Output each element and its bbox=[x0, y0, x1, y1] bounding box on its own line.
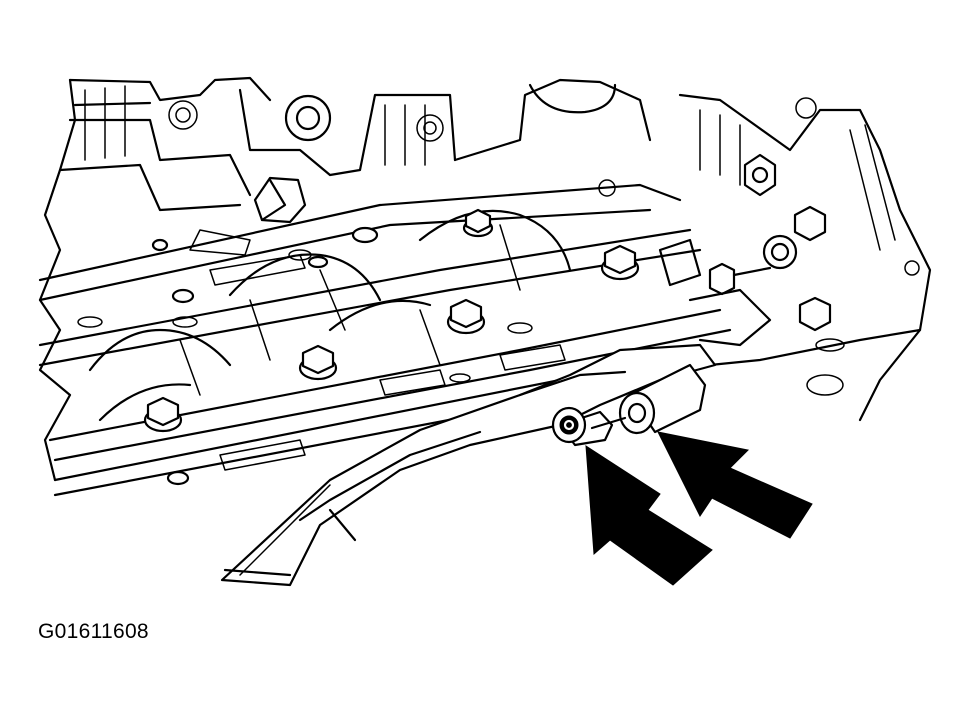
crankcase-webs bbox=[88, 209, 572, 422]
main-bearing-bolts bbox=[143, 208, 640, 486]
side-bolts bbox=[658, 153, 832, 347]
callout-arrow-left bbox=[585, 445, 713, 586]
pickup-bracket-bolts bbox=[551, 363, 707, 447]
engine-block bbox=[38, 76, 932, 482]
upper-bolts bbox=[253, 94, 332, 224]
gasket-layers bbox=[38, 183, 922, 497]
figure-code: G01611608 bbox=[38, 620, 149, 643]
callout-arrow-right bbox=[657, 431, 813, 539]
